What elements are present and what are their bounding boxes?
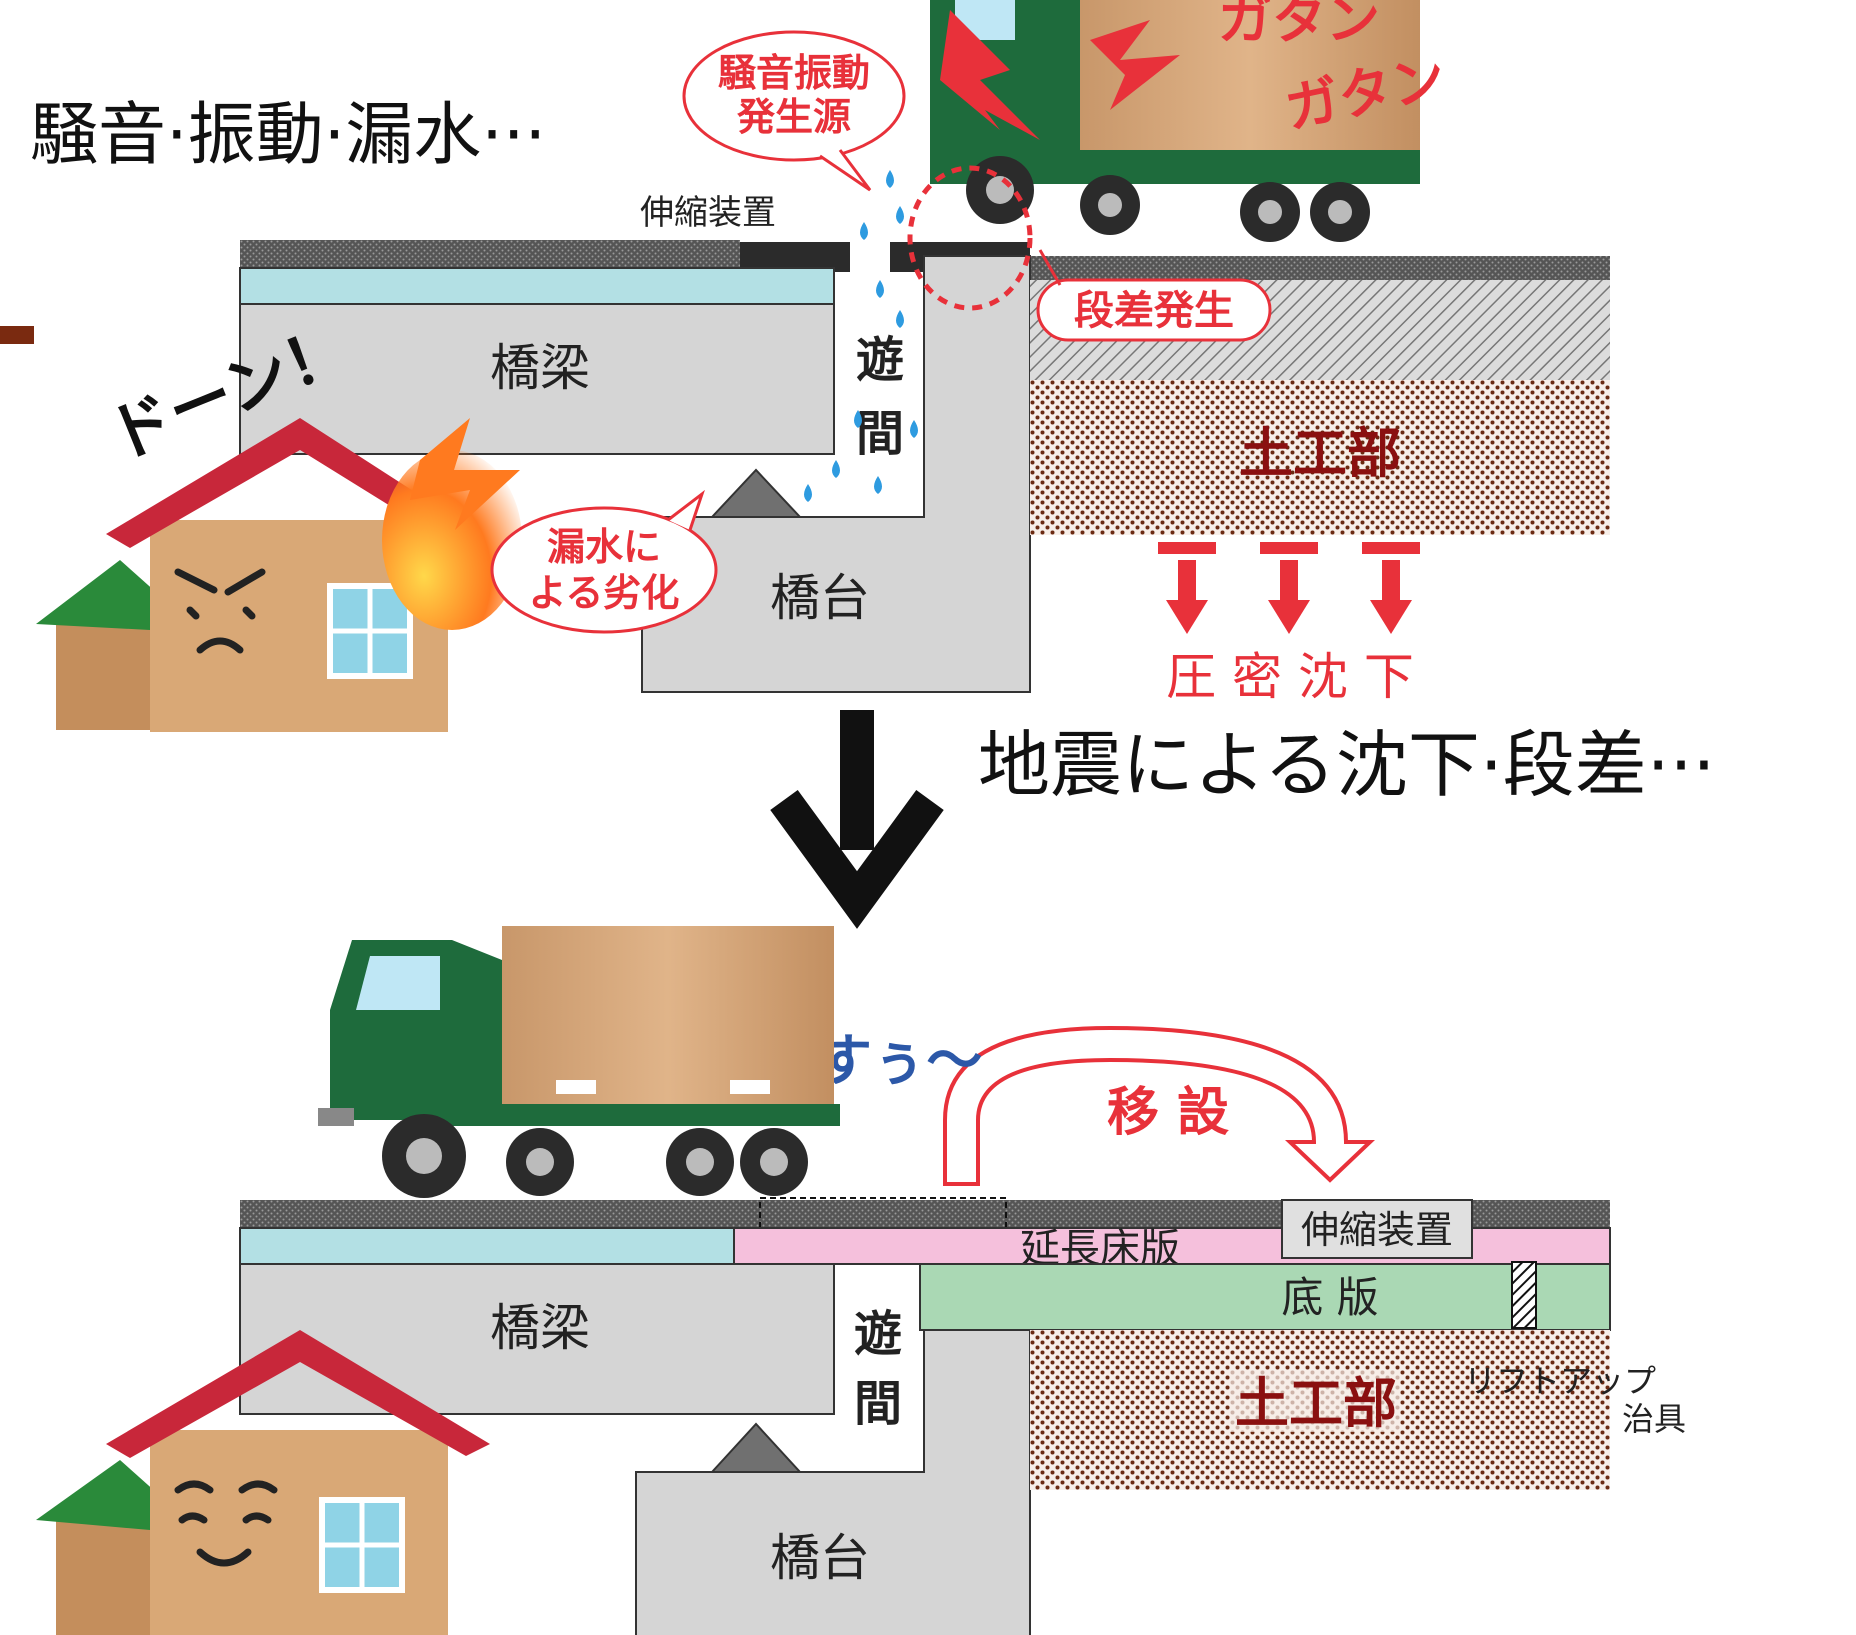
bottom-truck-cargo <box>502 926 834 1106</box>
bottom-expansion-device-label: 伸縮装置 <box>1301 1208 1453 1252</box>
water-drop-8 <box>832 460 840 478</box>
base-slab-label: 底 版 <box>1281 1273 1378 1322</box>
bottom-gap-label-2: 間 <box>854 1376 902 1432</box>
water-drop-3 <box>896 206 904 224</box>
water-drop-5 <box>896 310 904 328</box>
down-arrow-icon <box>770 710 944 929</box>
happy-house-annex <box>56 1520 166 1635</box>
bottom-girder-label: 橋梁 <box>490 1299 590 1357</box>
happy-house-roof <box>106 1330 490 1458</box>
step-highlight-circle <box>907 165 1033 311</box>
happy-face <box>174 1480 278 1567</box>
bottom-truck-chassis <box>440 1104 840 1126</box>
bottom-girder-deck <box>239 1227 735 1265</box>
impact-flash <box>940 10 1040 140</box>
bottom-diagram: 延長床版 伸縮装置 橋梁 底 版 橋台 遊 間 土工部 リフトアップ 治具 移 … <box>36 926 1686 1635</box>
angry-house-annex <box>56 620 166 730</box>
leak-bubble: 漏水に よる劣化 <box>490 489 718 634</box>
top-earthwork <box>1030 380 1610 535</box>
top-expansion-device-label: 伸縮装置 <box>640 193 776 233</box>
water-drop-4 <box>876 280 884 298</box>
top-road-pavement <box>1030 256 1610 280</box>
noise-source-bubble: 騒音振動 発生源 <box>682 30 906 192</box>
liftup-label-2: 治具 <box>1622 1400 1686 1438</box>
water-drops <box>804 170 918 502</box>
relocate-arrow <box>943 1025 1376 1186</box>
noise-bubble-line2: 発生源 <box>737 95 851 139</box>
step-badge-label: 段差発生 <box>1074 288 1234 334</box>
top-diagram: 騒音·振動·漏水··· 橋梁 橋台 遊 間 土工部 <box>30 0 1610 732</box>
bottom-bearing <box>709 1422 803 1473</box>
bottom-truck-bumper <box>318 1108 354 1126</box>
leak-bubble-line1: 漏水に <box>547 525 661 569</box>
liftup-jack <box>1511 1261 1537 1329</box>
bottom-girder <box>239 1263 835 1415</box>
water-drop-10 <box>804 484 812 502</box>
angry-house <box>36 418 522 732</box>
top-gap-label-1: 遊 <box>856 332 904 388</box>
top-gap-label-2: 間 <box>856 406 904 462</box>
top-girder-deck <box>239 267 835 305</box>
settlement-arrows <box>1158 542 1420 634</box>
bottom-abutment-label: 橋台 <box>770 1529 870 1587</box>
angry-face <box>174 568 266 654</box>
water-drop-6 <box>854 410 862 428</box>
happy-house <box>36 1330 490 1635</box>
suu-label: すぅ～ <box>816 1029 982 1094</box>
bottom-base-slab <box>919 1263 1611 1331</box>
leak-bubble-line2: よる劣化 <box>529 571 680 615</box>
bottom-expansion-device <box>1281 1199 1473 1259</box>
transition: 地震による沈下·段差··· <box>770 710 1715 929</box>
water-drop-1 <box>886 170 894 188</box>
settlement-label: 圧 密 沈 下 <box>1166 648 1414 706</box>
top-truck <box>930 0 1420 242</box>
top-girder <box>239 303 835 455</box>
step-pointer <box>1038 249 1062 286</box>
top-bridge-pavement <box>240 240 740 268</box>
top-earthwork-label: 土工部 <box>1239 422 1401 485</box>
noise-bubble-line1: 騒音振動 <box>718 51 870 95</box>
top-heading: 騒音·振動·漏水··· <box>30 96 546 175</box>
top-girder-label: 橋梁 <box>490 339 590 397</box>
step-badge: 段差発生 <box>1036 278 1272 342</box>
water-drop-9 <box>874 476 882 494</box>
earthquake-caption: 地震による沈下·段差··· <box>978 723 1715 807</box>
liftup-label-1: リフトアップ <box>1464 1362 1656 1400</box>
relocate-label: 移 設 <box>1107 1083 1229 1143</box>
bottom-earthwork-label: 土工部 <box>1235 1372 1397 1435</box>
bottom-earthwork-label-bg <box>1230 1370 1400 1432</box>
water-drop-2 <box>860 222 868 240</box>
edge-marker <box>0 326 34 344</box>
top-abutment-label: 橋台 <box>770 569 870 627</box>
top-bearing <box>709 468 803 518</box>
bottom-gap-label-1: 遊 <box>854 1306 902 1362</box>
water-drop-7 <box>910 420 918 438</box>
top-abutment <box>641 255 1031 693</box>
katan-1: ガタン <box>1218 0 1380 51</box>
bottom-truck-window <box>356 956 440 1010</box>
bottom-truck <box>318 926 840 1198</box>
